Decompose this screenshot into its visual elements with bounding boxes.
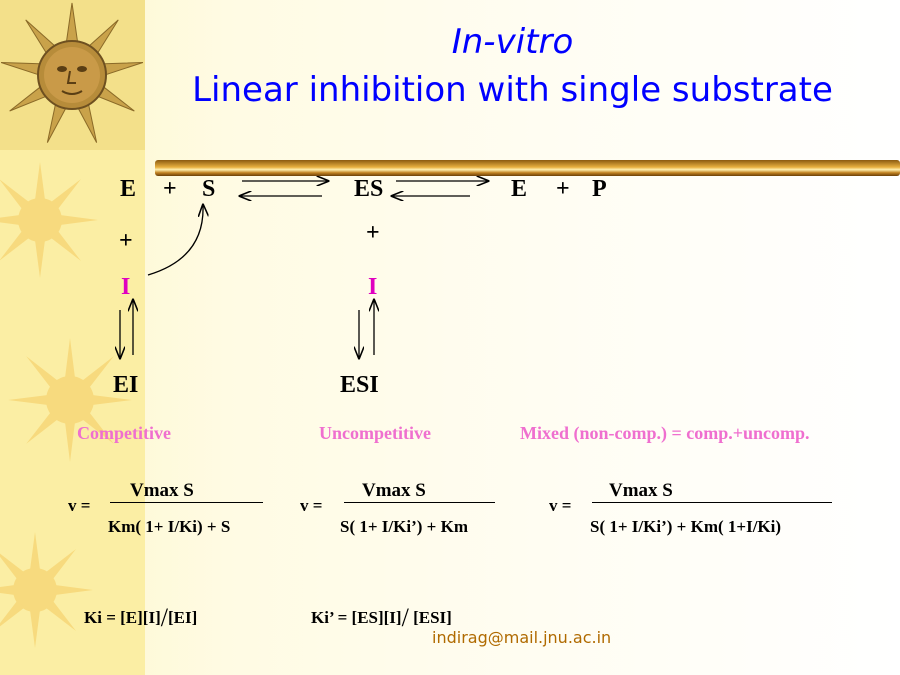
equation-v-label: v =	[300, 496, 322, 516]
ki-left: Ki = [E][I]	[84, 608, 161, 627]
kip-slash: /	[402, 603, 409, 632]
label-uncompetitive: Uncompetitive	[319, 423, 431, 444]
equation-v-label: v =	[68, 496, 90, 516]
equation-numerator: Vmax S	[362, 480, 426, 502]
equation-numerator: Vmax S	[609, 480, 673, 502]
label-mixed: Mixed (non-comp.) = comp.+uncomp.	[520, 423, 810, 444]
equation-v-label: v =	[549, 496, 571, 516]
author-email: indirag@mail.jnu.ac.in	[432, 628, 611, 647]
ki-definition: Ki = [E][I]/[EI]	[84, 600, 197, 630]
fraction-bar	[592, 502, 832, 503]
equation-numerator: Vmax S	[130, 480, 194, 502]
equation-denominator: S( 1+ I/Ki’) + Km	[340, 517, 468, 537]
fraction-bar	[344, 502, 495, 503]
kip-left: Ki’ = [ES][I]	[311, 608, 402, 627]
equation-denominator: S( 1+ I/Ki’) + Km( 1+I/Ki)	[590, 517, 781, 537]
ki-prime-definition: Ki’ = [ES][I]/ [ESI]	[311, 600, 452, 630]
ki-slash: /	[161, 603, 168, 632]
label-competitive: Competitive	[77, 423, 171, 444]
curved-arrow-icon	[148, 205, 203, 275]
fraction-bar	[110, 502, 263, 503]
kip-right: [ESI]	[409, 608, 452, 627]
ki-right: [EI]	[168, 608, 197, 627]
equation-denominator: Km( 1+ I/Ki) + S	[108, 517, 230, 537]
